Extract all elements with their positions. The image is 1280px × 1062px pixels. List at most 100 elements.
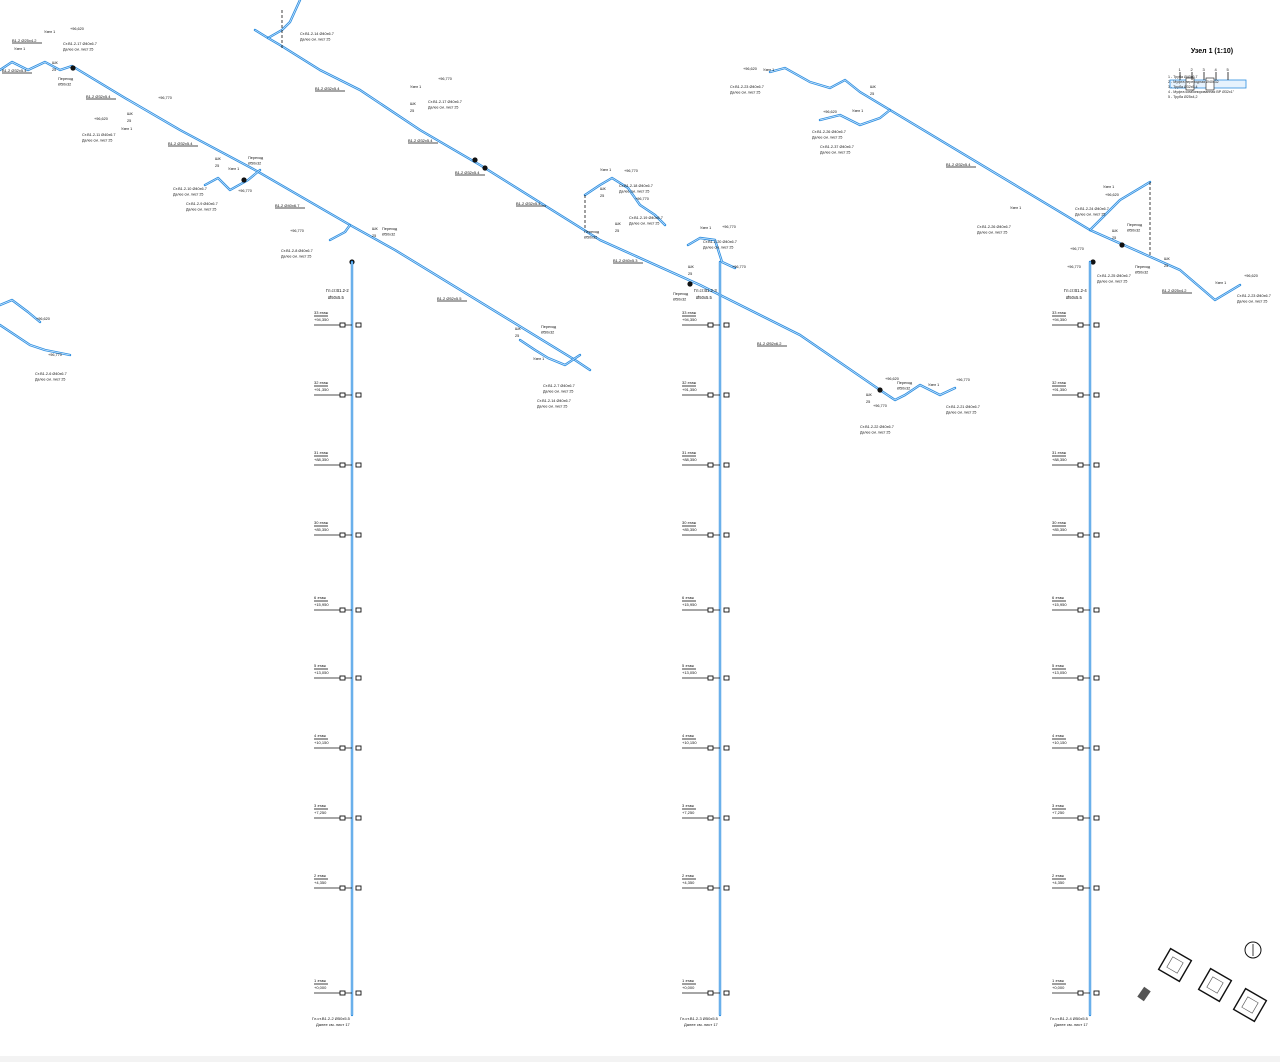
node-label: Узел 1 bbox=[763, 68, 774, 72]
node-label: Узел 1 bbox=[1215, 281, 1226, 285]
floor-elevation: +7,250 bbox=[1052, 810, 1065, 815]
elevation-mark: +96,770 bbox=[238, 189, 252, 193]
fixture-icon bbox=[355, 990, 362, 996]
floor-elevation: +94,350 bbox=[682, 317, 697, 322]
fixture-icon bbox=[723, 745, 730, 751]
floor-name: 32 этаж bbox=[314, 380, 329, 385]
pipe-label: В1.2 Ø40х5.3 bbox=[613, 258, 638, 263]
floor-elevation: +7,250 bbox=[682, 810, 695, 815]
floor-branch: 32 этаж+91,350 bbox=[314, 380, 362, 398]
floor-name: 31 этаж bbox=[682, 450, 697, 455]
valve-icon bbox=[1077, 532, 1084, 538]
elevation-mark: +96,770 bbox=[438, 77, 452, 81]
next-sheet-note: Далее см. лист 25 bbox=[946, 411, 976, 415]
floor-name: 4 этаж bbox=[1052, 733, 1064, 738]
riser-top-dia: Ø50х5.5 bbox=[696, 295, 713, 300]
floor-branch: 33 этаж+94,350 bbox=[314, 310, 362, 328]
floor-branch: 4 этаж+10,150 bbox=[682, 733, 730, 751]
cabinet-label: ШК bbox=[215, 157, 221, 161]
branch-label: Ст.В1.2-9 Ø40х6.7 bbox=[186, 202, 218, 206]
valve-icon bbox=[339, 322, 346, 328]
building-shape bbox=[1197, 967, 1233, 1003]
floor-name: 1 этаж bbox=[1052, 978, 1064, 983]
next-sheet-note: Далее см. лист 25 bbox=[703, 246, 733, 250]
branch-right-up-core bbox=[1089, 181, 1151, 231]
transition-dia: Ø50х32 bbox=[58, 83, 71, 87]
cabinet-number: 25 bbox=[600, 194, 604, 198]
floor-name: 3 этаж bbox=[1052, 803, 1064, 808]
floor-branch: 33 этаж+94,350 bbox=[682, 310, 730, 328]
floor-elevation: +15,950 bbox=[1052, 602, 1067, 607]
elevation-mark: +96,620 bbox=[1105, 193, 1119, 197]
transition-label: Переход bbox=[897, 381, 913, 385]
junction-node bbox=[482, 165, 488, 171]
node-label: Узел 1 bbox=[700, 226, 711, 230]
transition-label: Переход bbox=[673, 292, 689, 296]
branch-label: Ст.В1.2-7 Ø40х6.7 bbox=[543, 384, 575, 388]
main-pipe-left-top-core bbox=[254, 0, 301, 39]
next-sheet-note: Далее см. лист 25 bbox=[812, 136, 842, 140]
legend-number: 4 bbox=[1215, 67, 1218, 72]
floor-name: 5 этаж bbox=[314, 663, 326, 668]
valve-icon bbox=[707, 745, 714, 751]
floor-branch: 5 этаж+13,050 bbox=[314, 663, 362, 681]
next-sheet-note: Далее см. лист 25 bbox=[619, 190, 649, 194]
legend-item: 2 - Муфта переходная Ø40х32 bbox=[1168, 80, 1219, 84]
pipe-label: В1.2 Ø32х5.4 bbox=[455, 170, 480, 175]
floor-branch: 6 этаж +15,950 bbox=[1052, 595, 1100, 613]
fixture-icon bbox=[1093, 745, 1100, 751]
legend-title: Узел 1 (1:10) bbox=[1190, 48, 1234, 55]
branch-label: Ст.В1.2-17 Ø40х6.7 bbox=[63, 42, 97, 46]
floor-branch: 2 этаж+4,350 bbox=[1052, 873, 1100, 891]
elevation-mark: +96,620 bbox=[94, 117, 108, 121]
valve-icon bbox=[339, 990, 346, 996]
elevation-mark: +96,620 bbox=[36, 317, 50, 321]
floor-elevation: +0,000 bbox=[682, 985, 695, 990]
valve-icon bbox=[339, 675, 346, 681]
legend-item: 1 - Труба Ø40х6,7 bbox=[1168, 75, 1198, 79]
branch-label: Ст.В1.2-14 Ø40х6.7 bbox=[300, 32, 334, 36]
cabinet-label: ШК bbox=[1164, 257, 1170, 261]
branch-label: Ст.В1.2-8 Ø40х6.7 bbox=[281, 249, 313, 253]
junction-node bbox=[241, 177, 247, 183]
branch-left-mid-core bbox=[204, 169, 261, 191]
next-sheet-note: Далее см. лист 25 bbox=[537, 405, 567, 409]
valve-icon bbox=[1077, 990, 1084, 996]
floor-branch: 3 этаж+7,250 bbox=[682, 803, 730, 821]
floor-name: 30 этаж bbox=[1052, 520, 1067, 525]
cabinet-label: ШК bbox=[688, 265, 694, 269]
valve-icon bbox=[339, 532, 346, 538]
main-pipe-center-core bbox=[267, 37, 881, 391]
fixture-icon bbox=[1093, 392, 1100, 398]
building-shape bbox=[1157, 947, 1193, 983]
valve-icon bbox=[1077, 745, 1084, 751]
elevation-mark: +96,620 bbox=[885, 377, 899, 381]
fixture-icon bbox=[723, 532, 730, 538]
pipe-label: В1.2 Ø25х4.2 bbox=[1162, 288, 1187, 293]
fixture-icon bbox=[355, 532, 362, 538]
legend-number: 3 bbox=[1203, 67, 1206, 72]
building-outline bbox=[1197, 967, 1233, 1003]
node-label: Узел 1 bbox=[928, 383, 939, 387]
fixture-icon bbox=[723, 990, 730, 996]
node-label: Узел 1 bbox=[44, 30, 55, 34]
building-core bbox=[1166, 956, 1184, 974]
floor-name: 1 этаж bbox=[682, 978, 694, 983]
next-sheet-note: Далее см. лист 25 bbox=[977, 231, 1007, 235]
floor-name: 6 этаж bbox=[1052, 595, 1064, 600]
transition-dia: Ø50х32 bbox=[541, 331, 554, 335]
riser-bottom-note: Далее см. лист 17 bbox=[684, 1022, 719, 1027]
main-pipe-right-core bbox=[769, 67, 1241, 301]
floor-branch: 32 этаж+91,350 bbox=[682, 380, 730, 398]
floor-branch: 5 этаж+13,050 bbox=[682, 663, 730, 681]
cabinet-number: 25 bbox=[866, 400, 870, 404]
transition-label: Переход bbox=[541, 325, 557, 329]
branch-label: Ст.В1.2-11 Ø40х6.7 bbox=[82, 133, 116, 137]
floor-branch: 31 этаж+88,350 bbox=[682, 450, 730, 468]
floor-branch: 1 этаж+0,000 bbox=[1052, 978, 1100, 996]
riser-bottom-label: Гл.ст.В1.2-2 Ø50х5.5 bbox=[312, 1016, 351, 1021]
riser-bottom-label: Гл.ст.В1.2-4 Ø50х5.5 bbox=[1050, 1016, 1089, 1021]
pipe-label: В1.2 Ø32х5.4 bbox=[86, 94, 111, 99]
